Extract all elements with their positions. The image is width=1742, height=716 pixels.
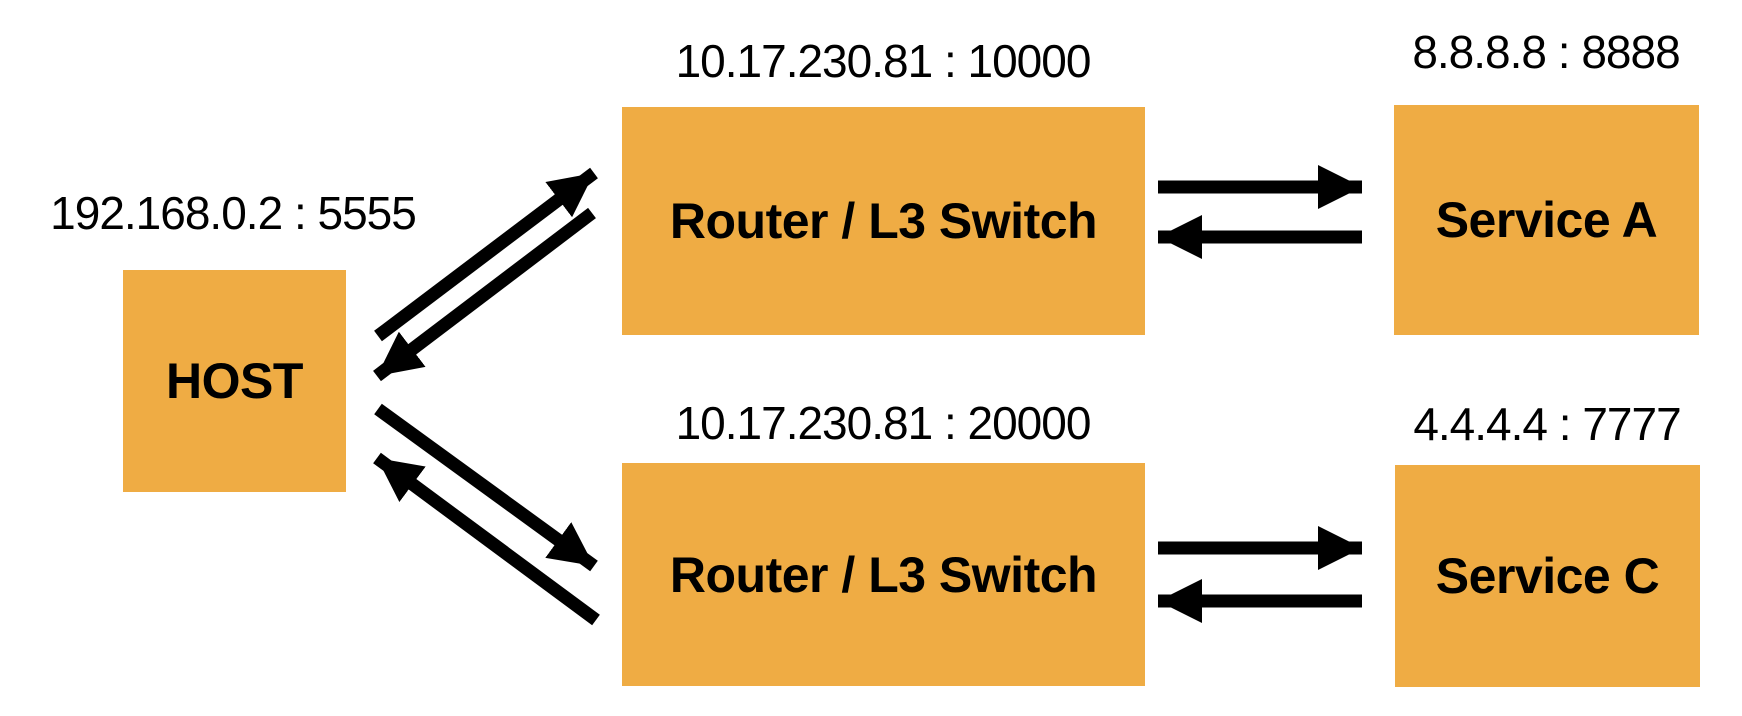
service-c-address-label: 4.4.4.4 : 7777 xyxy=(1413,398,1681,450)
router1-node: Router / L3 Switch xyxy=(622,107,1145,335)
router2-node-label: Router / L3 Switch xyxy=(669,546,1098,603)
host-address-label: 192.168.0.2 : 5555 xyxy=(50,187,417,239)
arrow-host-to-router2 xyxy=(374,403,598,572)
arrow-router2-to-host xyxy=(373,452,600,626)
router2-node: Router / L3 Switch xyxy=(622,463,1145,686)
service-c-node-label: Service C xyxy=(1435,548,1660,604)
service-c-node: Service C xyxy=(1395,465,1700,687)
router1-node-label: Router / L3 Switch xyxy=(669,193,1098,249)
host-node-label: HOST xyxy=(166,353,303,409)
router2-address-label: 10.17.230.81 : 20000 xyxy=(675,397,1092,449)
service-a-node: Service A xyxy=(1394,105,1699,335)
router1-address-label: 10.17.230.81 : 10000 xyxy=(675,35,1092,87)
service-a-node-label: Service A xyxy=(1435,192,1658,248)
service-a-address-label: 8.8.8.8 : 8888 xyxy=(1412,26,1680,78)
host-node: HOST xyxy=(123,270,346,492)
